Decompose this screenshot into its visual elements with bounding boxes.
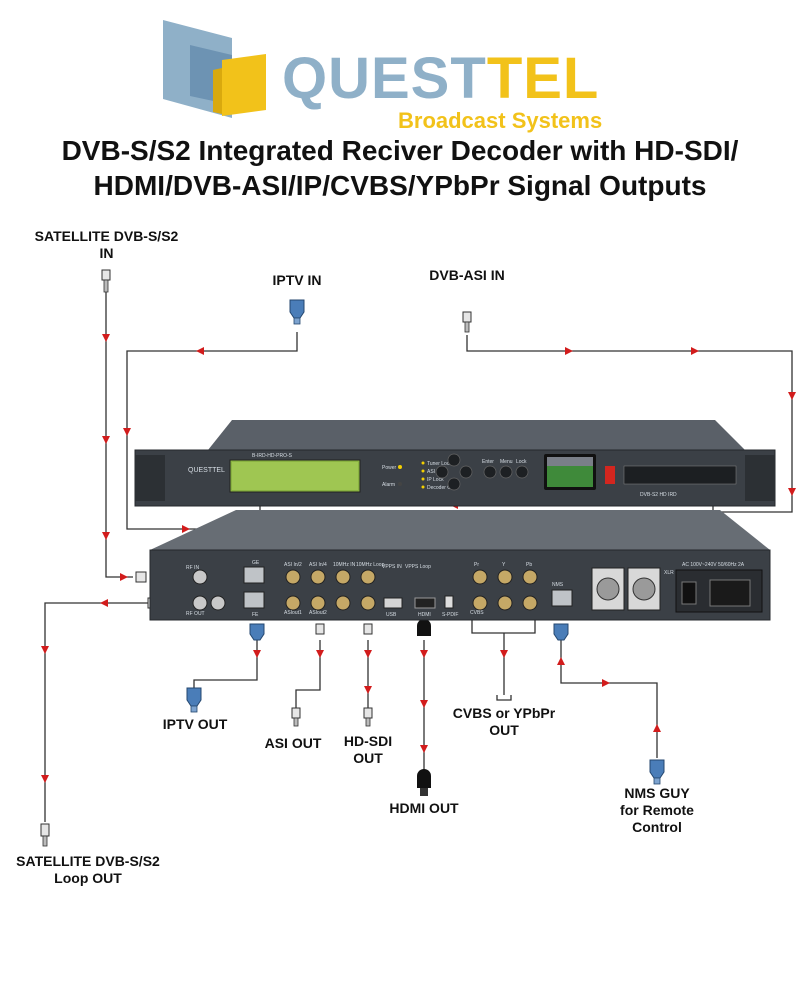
label-iptv-out: IPTV OUT	[146, 716, 244, 733]
arrow	[123, 428, 131, 436]
rear-port-label: XLR	[664, 570, 674, 576]
bnc-sdi-plug-icon	[364, 624, 372, 634]
rear-port-label: GE	[252, 560, 260, 566]
key-menu-label: Menu	[500, 459, 513, 465]
bnc-asi-out-icon	[292, 708, 300, 726]
label-iptv-in: IPTV IN	[247, 272, 347, 289]
f-connector-sat-loop-icon	[41, 824, 49, 846]
arrow	[500, 650, 508, 658]
arrow	[788, 392, 796, 400]
label-hdmi-out: HDMI OUT	[372, 800, 476, 817]
front-brand: QUESTTEL	[188, 467, 225, 474]
rear-panel-unit: AC 100V~240V 50/60Hz 2A RF IN RF OUT GE FE A…	[150, 510, 770, 620]
arrow	[41, 775, 49, 783]
arrow	[316, 650, 324, 658]
rear-port-label: NMS	[552, 582, 564, 588]
front-model: B-IRD-HD-PRO-S	[252, 453, 293, 459]
arrow	[41, 646, 49, 654]
arrow	[102, 436, 110, 444]
rear-port-label: 10MHz Loop	[356, 562, 385, 568]
hdmi-plug-icon	[417, 619, 431, 636]
title-line-1: DVB-S/S2 Integrated Reciver Decoder with…	[0, 137, 800, 165]
logo-wordmark: QUESTTEL	[282, 50, 599, 108]
logo-tagline: Broadcast Systems	[398, 108, 602, 134]
arrow	[364, 686, 372, 694]
arrow	[788, 488, 796, 496]
bnc-hdsdi-out-icon	[364, 708, 372, 726]
rear-port-label: 10MHz IN	[333, 562, 356, 568]
label-nms: NMS GUYfor RemoteControl	[595, 785, 719, 836]
arrow	[565, 347, 573, 355]
arrow	[420, 700, 428, 708]
key-lock-label: Lock	[516, 459, 527, 465]
arrow	[100, 599, 108, 607]
rear-port-label: ASI In/4	[309, 562, 327, 568]
logo-mark	[163, 20, 266, 118]
arrow	[364, 650, 372, 658]
rj45-iptv-in-icon	[290, 300, 304, 324]
rear-port-label: FE	[252, 612, 259, 618]
rear-ge-port	[244, 567, 264, 583]
title-line-2: HDMI/DVB-ASI/IP/CVBS/YPbPr Signal Output…	[0, 172, 800, 200]
rear-port-label: HDMI	[418, 612, 431, 618]
rear-nms-port	[552, 590, 572, 606]
rear-port-label: ASIout2	[309, 610, 327, 616]
arrow	[182, 525, 190, 533]
rear-port-label: S-PDIF	[442, 612, 458, 618]
rj45-fe-plug-icon	[250, 624, 264, 640]
rear-port-label: VPPS IN	[382, 564, 402, 570]
arrow	[102, 334, 110, 342]
rear-port-label: USB	[386, 612, 397, 618]
bnc-asi-in-icon	[463, 312, 471, 332]
rear-port-label: CVBS	[470, 610, 484, 616]
arrow	[420, 745, 428, 753]
led-label-power: Power	[382, 465, 397, 471]
rear-port-label: RF IN	[186, 565, 199, 571]
arrow	[691, 347, 699, 355]
arrow	[557, 657, 565, 665]
front-panel-unit: QUESTTEL B-IRD-HD-PRO-S Power Alarm Tune…	[135, 420, 775, 506]
rear-port-label: ASIout1	[284, 610, 302, 616]
rear-port-label: RF OUT	[186, 611, 205, 617]
led-label-alarm: Alarm	[382, 482, 395, 488]
label-asi-in: DVB-ASI IN	[410, 267, 524, 284]
rear-port-label: VPPS Loop	[405, 564, 431, 570]
arrow	[102, 532, 110, 540]
arrow	[120, 573, 128, 581]
front-lcd	[232, 462, 358, 490]
arrow	[253, 650, 261, 658]
rear-power-label: AC 100V~240V 50/60Hz 2A	[682, 562, 745, 568]
arrow	[602, 679, 610, 687]
arrow	[420, 650, 428, 658]
rear-hdmi-port	[415, 598, 435, 608]
bnc-asi-out-plug-icon	[316, 624, 324, 634]
rear-port-label: Pb	[526, 562, 532, 568]
hdmi-out-icon	[417, 769, 431, 796]
f-connector-rf-plug-icon	[136, 572, 146, 582]
rear-port-label: ASI In/2	[284, 562, 302, 568]
rj45-iptv-out-icon	[187, 688, 201, 712]
arrow	[653, 724, 661, 732]
rear-fe-port	[244, 592, 264, 608]
key-enter-label: Enter	[482, 459, 494, 465]
arrow	[196, 347, 204, 355]
f-connector-sat-in-icon	[102, 270, 110, 292]
rear-spdif-port	[445, 596, 453, 608]
front-badge: DVB-S2 HD IRD	[640, 492, 677, 498]
rj45-nms-plug-icon	[554, 624, 568, 640]
rj45-nms-icon	[650, 760, 664, 784]
rear-usb-port	[384, 598, 402, 608]
rear-port-label: Pr	[474, 562, 479, 568]
